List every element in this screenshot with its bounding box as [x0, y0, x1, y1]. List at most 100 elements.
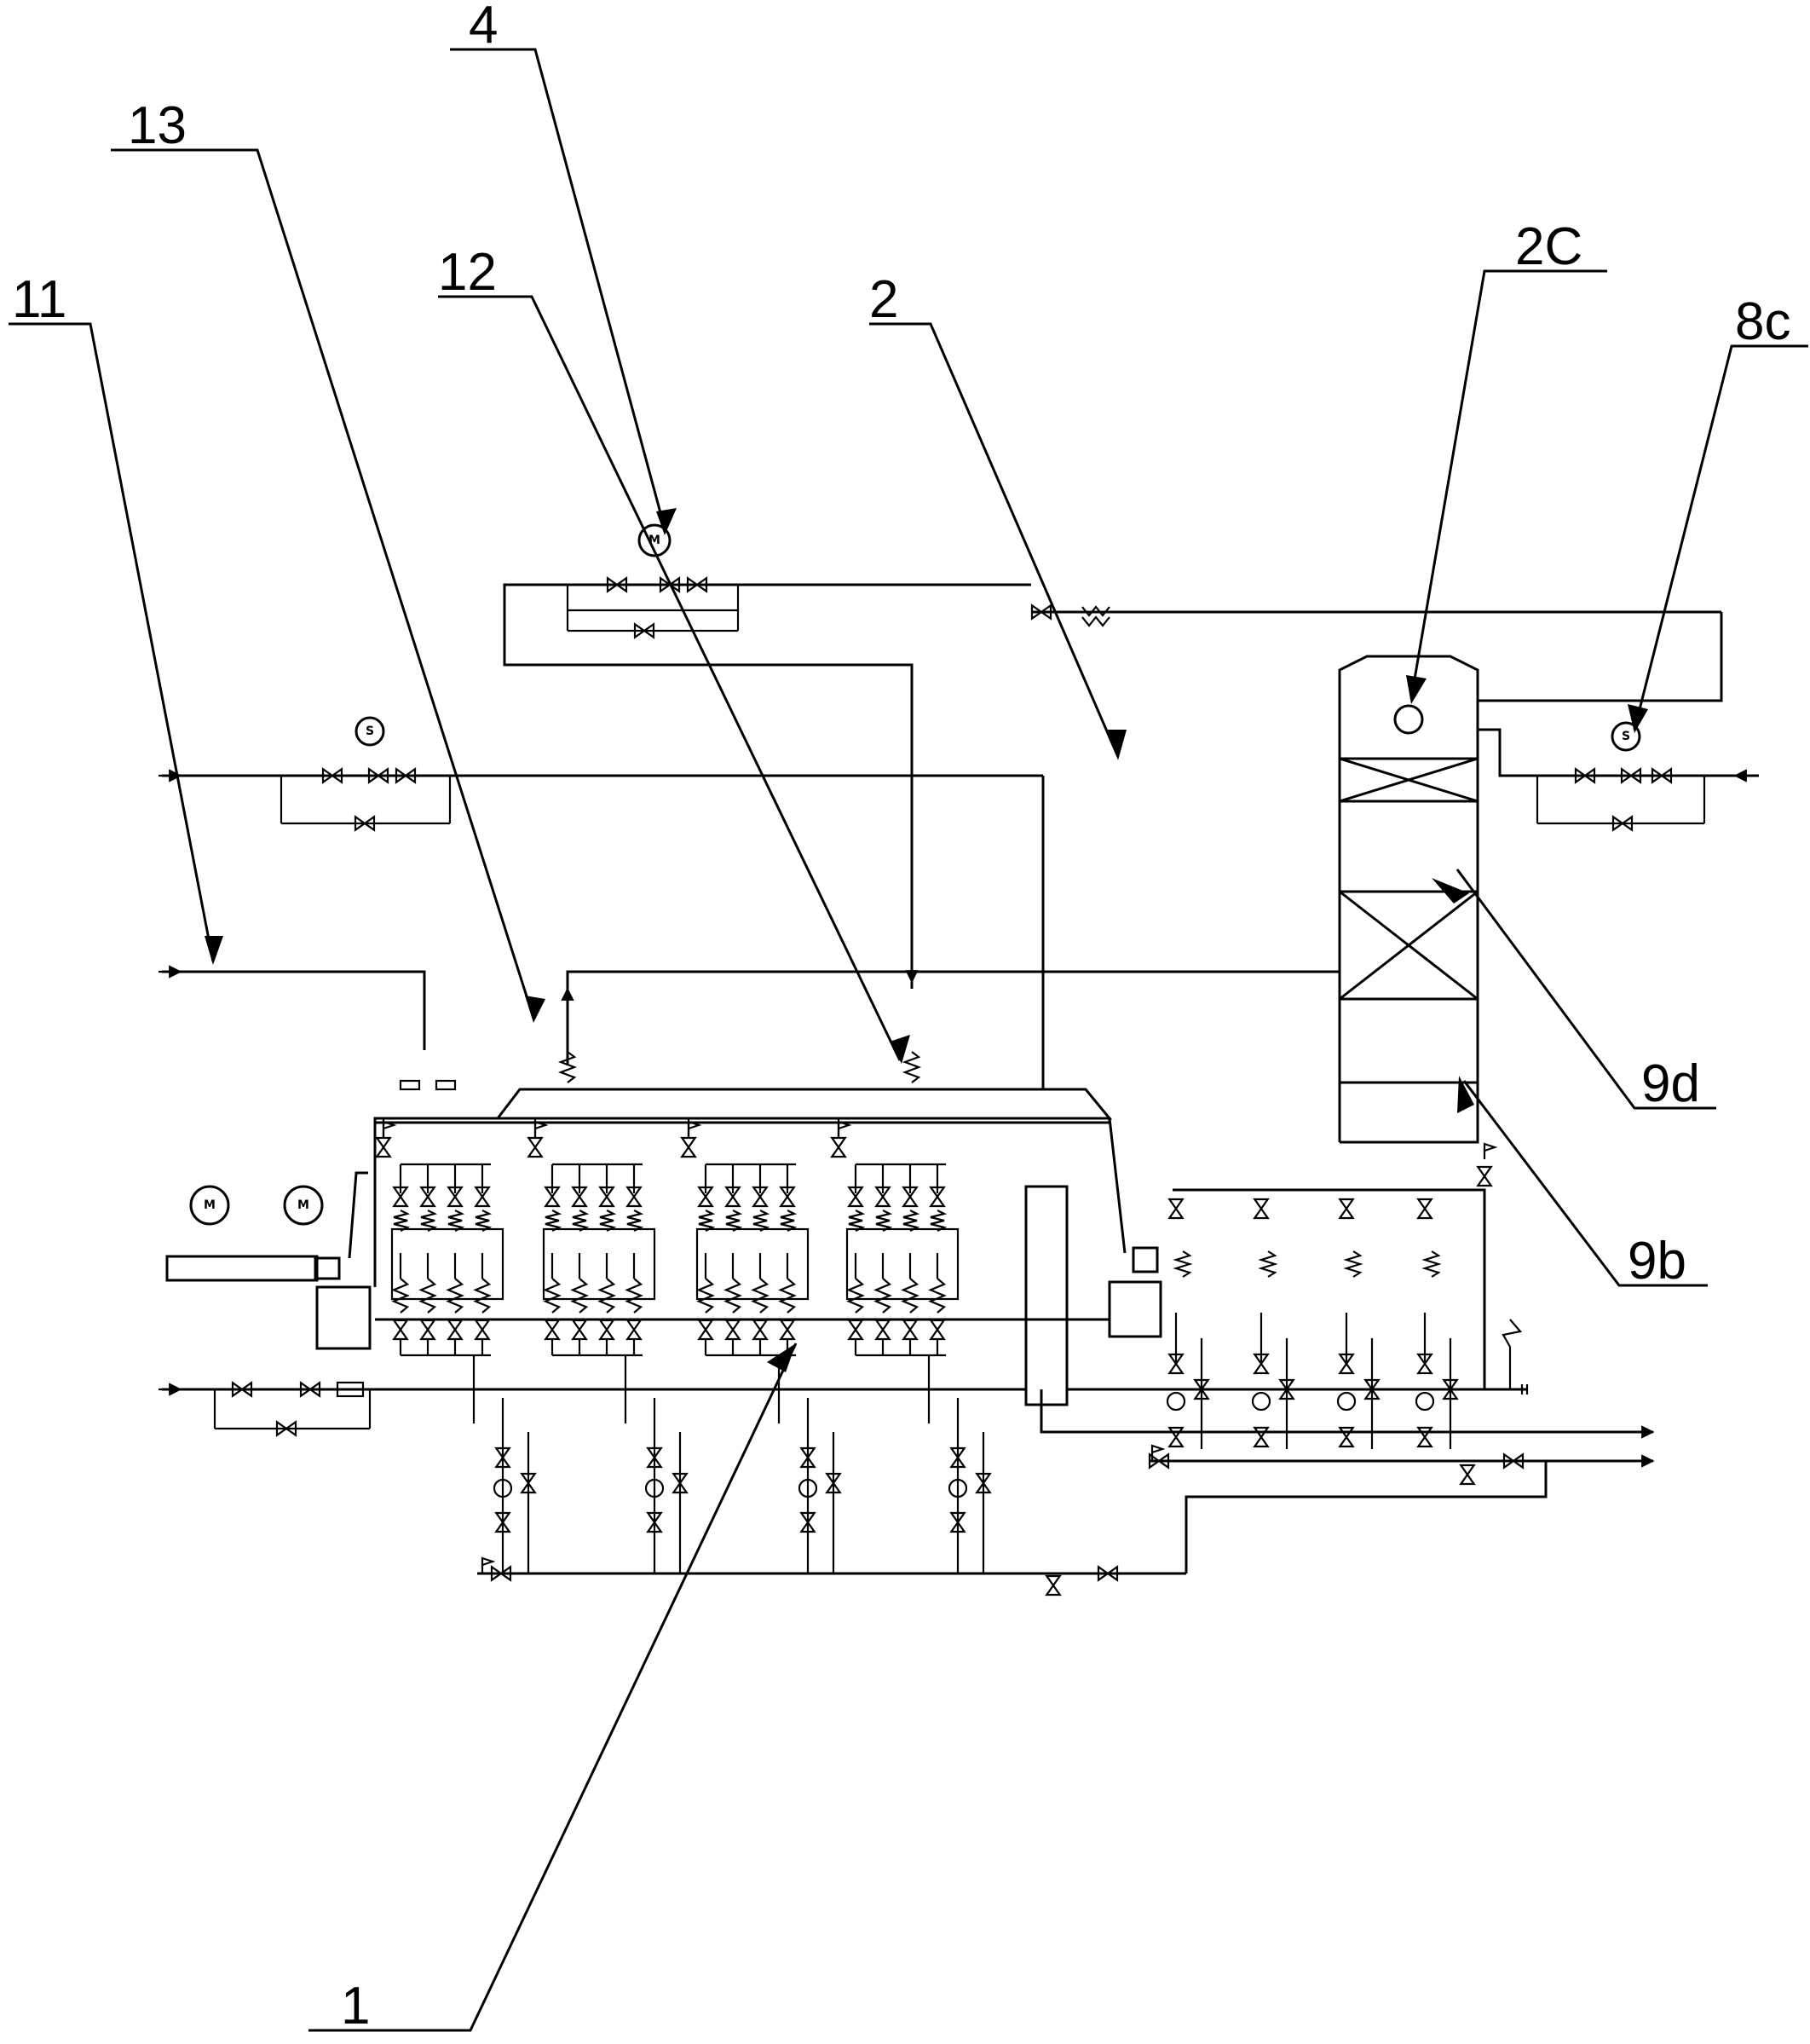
label-8c: 8c [1735, 292, 1790, 351]
valve-icon [1193, 1378, 1210, 1391]
bellows-icon [846, 1278, 865, 1314]
valve-icon [447, 1186, 464, 1198]
motor-2: M [283, 1185, 324, 1226]
vent-flag-icon [382, 1120, 397, 1137]
vent-flag-icon [1483, 1142, 1498, 1159]
valve-icon [659, 576, 672, 593]
valve-icon [544, 1186, 561, 1198]
label-2: 2 [869, 270, 898, 329]
valve-icon [1253, 1198, 1270, 1210]
bellows-icon [446, 1278, 464, 1314]
valve-icon [874, 1319, 891, 1331]
valve-icon [1097, 1565, 1110, 1582]
svg-text:M: M [297, 1198, 309, 1212]
valve-icon [598, 1186, 615, 1198]
valve-icon [1167, 1198, 1185, 1210]
valve-icon [646, 1511, 663, 1524]
valve-icon [231, 1381, 244, 1398]
bellows-icon [725, 1210, 743, 1232]
svg-text:M: M [648, 534, 660, 547]
bellows-icon [930, 1210, 948, 1232]
bellows-icon [901, 1278, 919, 1314]
svg-text:M: M [204, 1198, 216, 1212]
valve-icon [949, 1511, 966, 1524]
bellows-icon [902, 1210, 920, 1232]
label-4: 4 [469, 0, 498, 55]
valve-icon [697, 1319, 714, 1331]
valve-icon [825, 1472, 842, 1485]
valve-icon [1253, 1426, 1270, 1439]
bellows-icon [572, 1210, 590, 1232]
relief-valve-icon [1502, 1319, 1523, 1348]
label-12: 12 [438, 243, 497, 302]
label-9b: 9b [1628, 1232, 1686, 1290]
valve-icon [949, 1446, 966, 1459]
bellows-icon [626, 1210, 644, 1232]
valve-icon [847, 1186, 864, 1198]
trap-icon [1166, 1391, 1186, 1412]
bellows-icon [393, 1210, 411, 1232]
valve-icon [799, 1511, 816, 1524]
bellows-icon [1258, 1250, 1278, 1278]
bellows-icon [545, 1210, 562, 1232]
bellows-icon [420, 1210, 438, 1232]
coil-box [390, 1227, 504, 1301]
flow-arrows [159, 769, 1759, 1468]
label-9d: 9d [1641, 1054, 1700, 1113]
strainer-icon [336, 1381, 365, 1398]
bellows-icon [698, 1210, 716, 1232]
valve-icon [494, 1511, 511, 1524]
valve-icon [672, 1472, 689, 1485]
valve-icon [1338, 1353, 1355, 1366]
valve-icon [1574, 767, 1587, 784]
valve-icon [1476, 1165, 1493, 1178]
vent-flag-icon [533, 1120, 549, 1137]
valve-icon [830, 1136, 847, 1149]
valve-icon [321, 767, 334, 784]
bellows-icon [391, 1278, 410, 1314]
bellows-icon [475, 1210, 493, 1232]
coil-box [845, 1227, 960, 1301]
valve-icon [799, 1446, 816, 1459]
leader-arrowheads [205, 508, 1648, 1372]
trap-icon [1336, 1391, 1357, 1412]
valve-icon [490, 1565, 503, 1582]
bellows-icon [875, 1210, 893, 1232]
valve-icon [752, 1319, 769, 1331]
label-2c: 2C [1515, 217, 1582, 276]
valve-icon [1416, 1198, 1433, 1210]
coil-box [695, 1227, 810, 1301]
valve-icon [474, 1186, 491, 1198]
valve-icon [1651, 767, 1663, 784]
flange-icon [399, 1079, 421, 1091]
valve-icon [474, 1319, 491, 1331]
bellows-icon [1081, 605, 1110, 617]
valve-icon [419, 1319, 436, 1331]
valve-icon [571, 1186, 588, 1198]
valve-icon [874, 1186, 891, 1198]
valve-icon [929, 1319, 946, 1331]
valve-icon [395, 767, 407, 784]
trap-icon [644, 1478, 665, 1498]
callout-labels: 4 13 12 11 2 2C 8c 9d 9b 1 [12, 0, 1790, 2035]
valve-icon [520, 1472, 537, 1485]
main-piping [162, 583, 1759, 1575]
trap-icon [948, 1478, 968, 1498]
valve-icon [1045, 1574, 1062, 1587]
valve-icon [847, 1319, 864, 1331]
label-13: 13 [128, 96, 187, 155]
trap-icon [798, 1478, 818, 1498]
valve-icon [625, 1319, 643, 1331]
valve-icon [1363, 1378, 1381, 1391]
valve-icon [625, 1186, 643, 1198]
valve-icon [375, 1136, 392, 1149]
trap-icon [493, 1478, 513, 1498]
motor-1: M [189, 1185, 230, 1226]
valve-icon [1338, 1426, 1355, 1439]
valve-icon [779, 1186, 796, 1198]
vent-flag-icon [837, 1120, 852, 1137]
valve-icon [975, 1472, 992, 1485]
valve-icon [1338, 1198, 1355, 1210]
label-11: 11 [12, 270, 66, 329]
